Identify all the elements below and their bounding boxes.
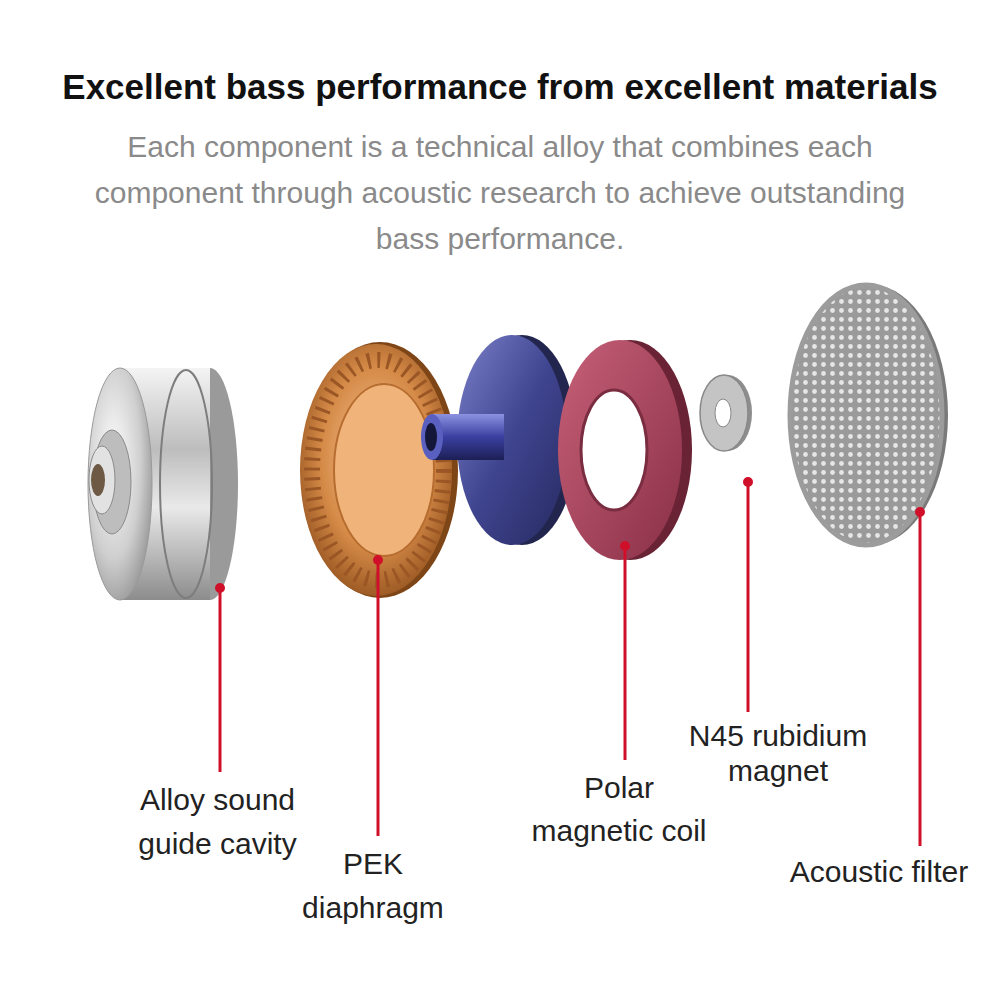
diaphragm [300,342,458,598]
part-label: Alloy sound guide cavity [115,778,320,866]
subtitle-note: Each component is a technical alloy that… [70,124,930,262]
magnetic-ring [558,340,692,560]
part-label: PEK diaphragm [297,842,449,930]
leader-lines [217,479,924,847]
sound-guide-cavity [88,368,238,600]
pole-piece [421,335,577,545]
acoustic-filter-mesh [790,285,948,545]
part-label: Polar magnetic coil [520,766,718,852]
magnet-washer [700,375,752,451]
part-label: N45 rubidium magnet [672,718,884,788]
part-label: Acoustic filter [764,852,994,892]
heading: Excellent bass performance from excellen… [10,66,990,108]
